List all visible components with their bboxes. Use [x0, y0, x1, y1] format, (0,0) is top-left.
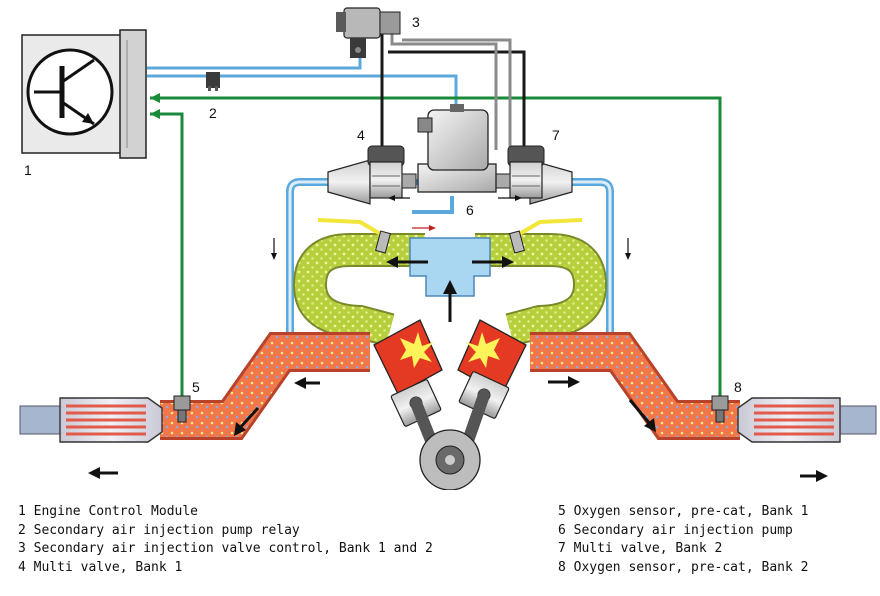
callout-5: 5	[192, 379, 200, 395]
legend-item: 6 Secondary air injection pump	[558, 522, 793, 538]
callout-4: 4	[357, 127, 365, 143]
ignition-spark-icon	[400, 332, 434, 368]
legend-item: 1 Engine Control Module	[18, 504, 199, 519]
callout-6: 6	[466, 202, 474, 218]
legend-item: 5 Oxygen sensor, pre-cat, Bank 1	[558, 504, 809, 519]
legend-item: 3 Secondary air injection valve control,…	[18, 541, 433, 556]
legend-item: 8 Oxygen sensor, pre-cat, Bank 2	[558, 559, 809, 575]
legend-left: 1 Engine Control Module 2 Secondary air …	[18, 503, 433, 577]
vacuum-line	[390, 32, 498, 150]
air-line	[147, 56, 362, 70]
transistor-icon	[26, 48, 114, 136]
crankshaft	[419, 429, 481, 490]
secondary-air-injection-diagram: 1 2 3 4 5 6 7 8	[19, 7, 877, 490]
intake-manifold	[293, 218, 607, 347]
exhaust-bank1	[19, 332, 370, 479]
sensor-signal-bank1	[150, 112, 184, 398]
engine-control-module	[21, 29, 147, 159]
oxygen-sensor-bank1	[173, 395, 191, 423]
legend-right: 5 Oxygen sensor, pre-cat, Bank 1 6 Secon…	[558, 503, 808, 577]
exhaust-bank2	[530, 332, 877, 482]
callout-3: 3	[412, 14, 420, 30]
legend-item: 7 Multi valve, Bank 2	[558, 541, 723, 556]
multi-valve-bank2	[495, 145, 573, 205]
legend-item: 4 Multi valve, Bank 1	[18, 559, 183, 575]
secondary-air-pump	[417, 104, 497, 193]
oxygen-sensor-bank2	[711, 395, 729, 423]
valve-control-solenoid	[336, 7, 401, 58]
sensor-signal-bank2	[150, 96, 722, 398]
cylinder-bank2	[456, 319, 527, 464]
callout-7: 7	[552, 127, 560, 143]
callout-8: 8	[734, 379, 742, 395]
legend-item: 2 Secondary air injection pump relay	[18, 522, 300, 538]
callout-2: 2	[209, 105, 217, 121]
multi-valve-bank1	[327, 145, 417, 205]
flow-arrow	[271, 195, 631, 260]
pump-relay	[206, 72, 220, 88]
callout-1: 1	[24, 162, 32, 178]
